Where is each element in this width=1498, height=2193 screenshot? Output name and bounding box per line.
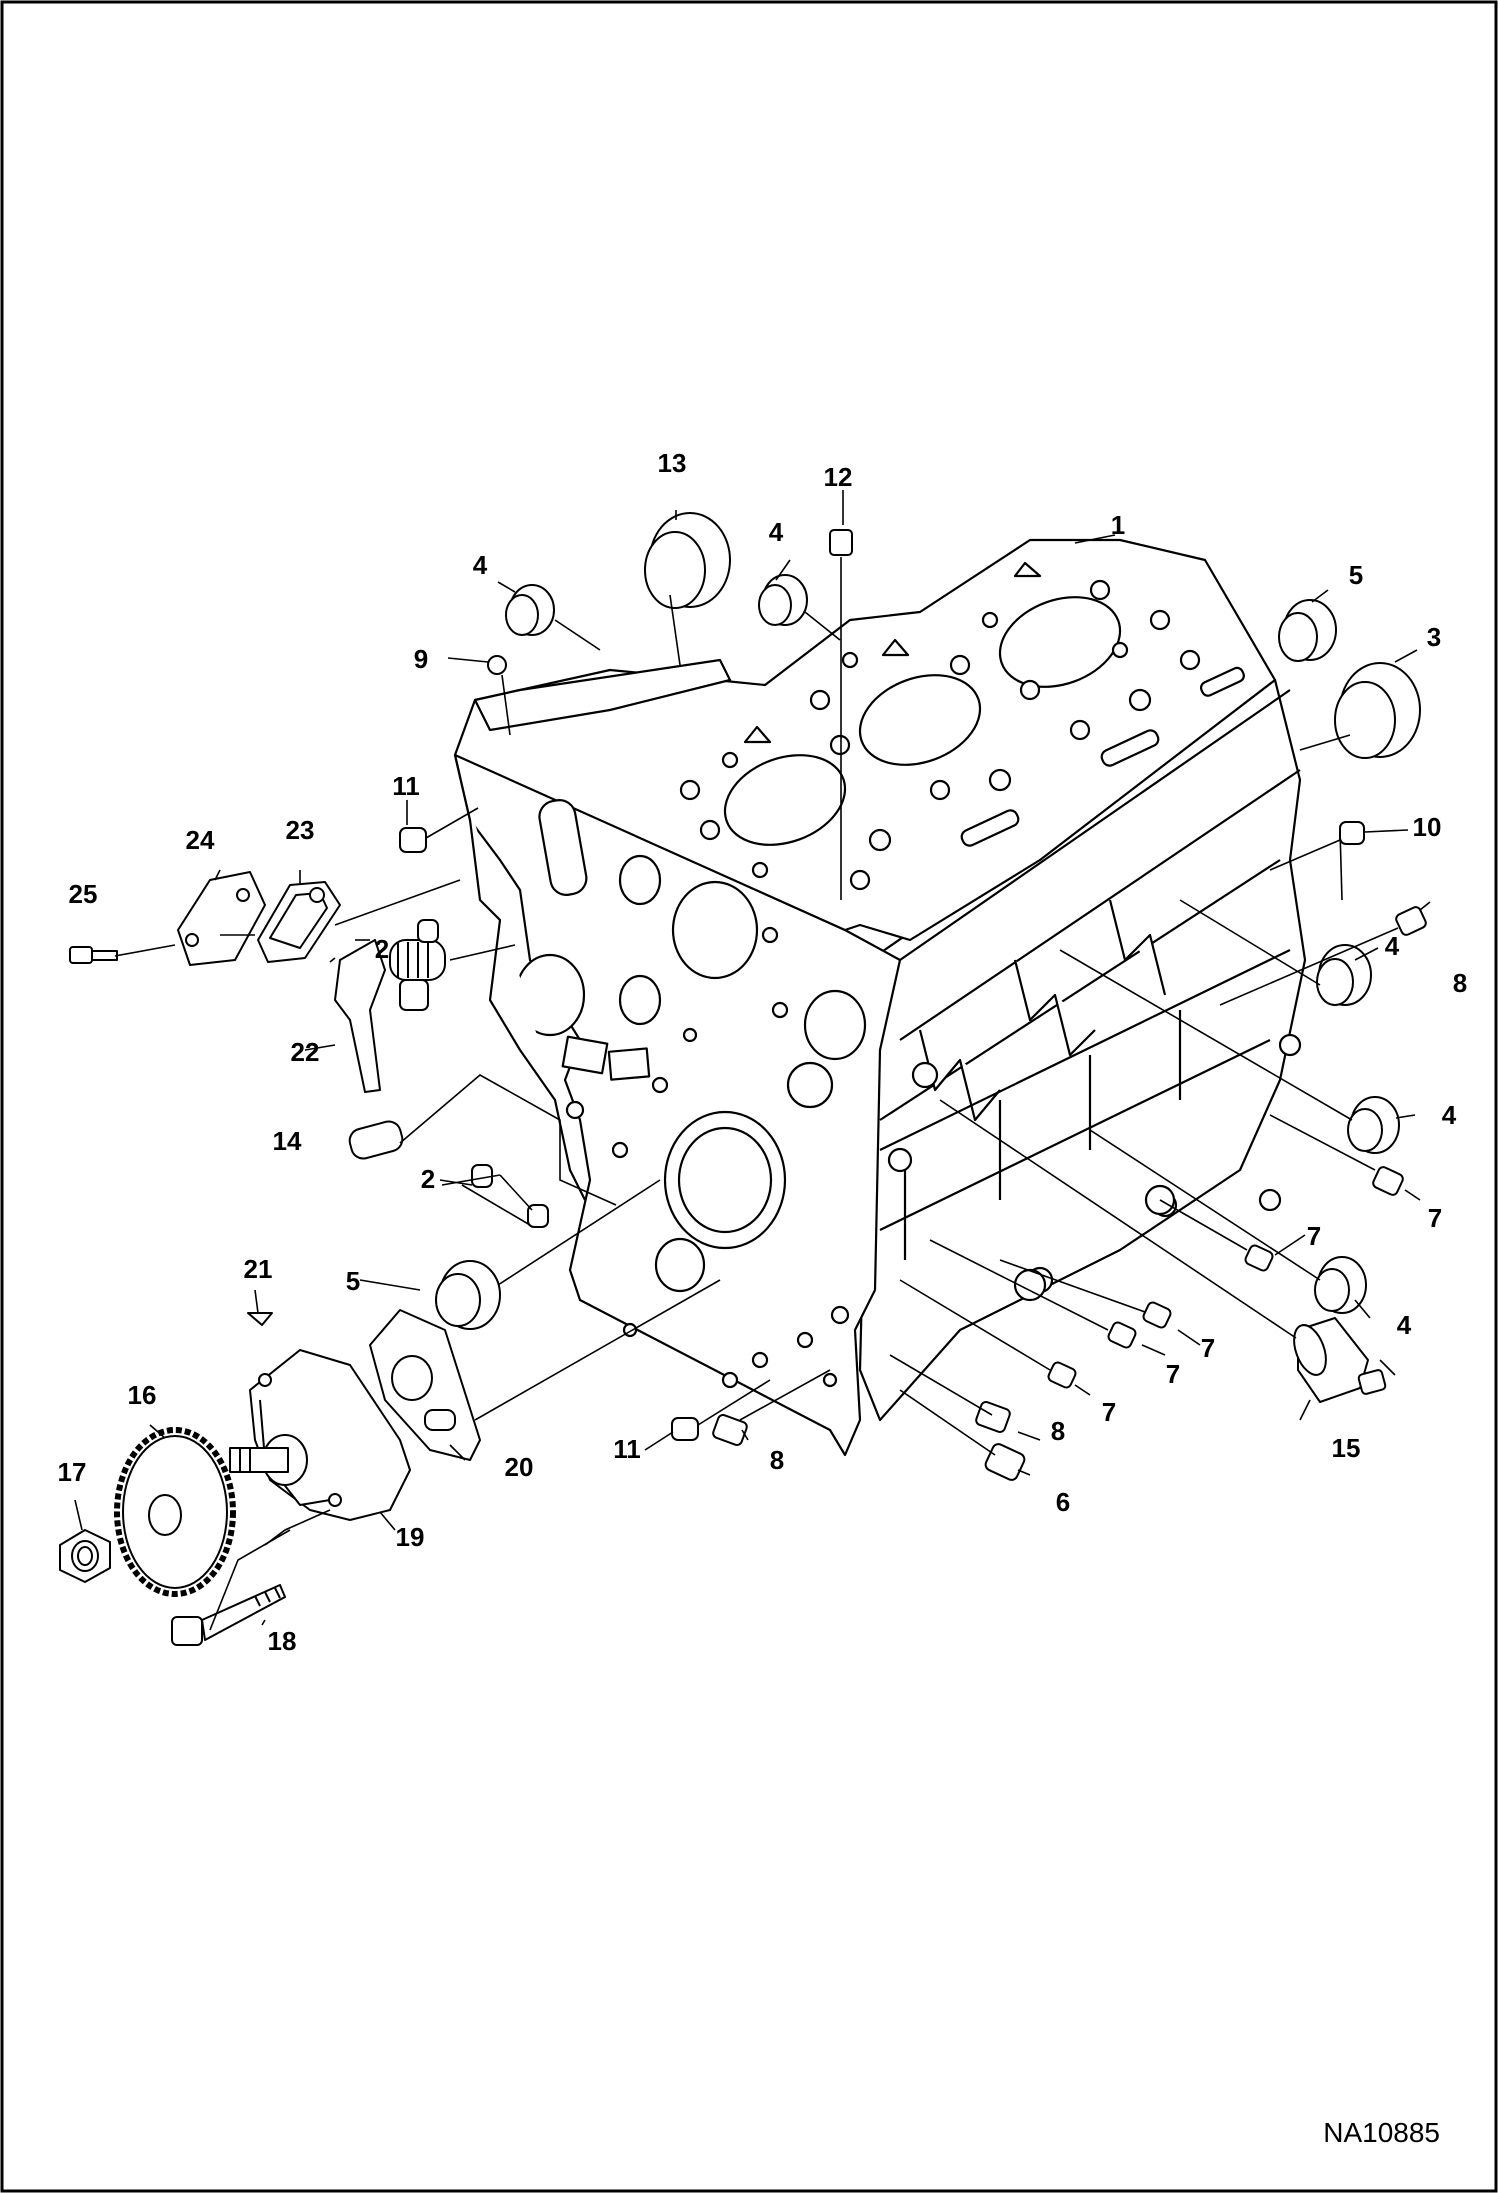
plug-7e — [1047, 1361, 1077, 1389]
callout-7-right: 7 — [1428, 1203, 1442, 1233]
callout-18: 18 — [268, 1626, 297, 1656]
callout-5-left: 5 — [346, 1266, 360, 1296]
callout-23: 23 — [286, 815, 315, 845]
callout-4-right-lower: 4 — [1397, 1310, 1412, 1340]
callout-7-bottom: 7 — [1102, 1397, 1116, 1427]
pump-shaft — [229, 1447, 289, 1473]
callout-20: 20 — [505, 1452, 534, 1482]
callout-8-bottom-right: 8 — [1051, 1416, 1065, 1446]
plug-8c — [712, 1414, 748, 1446]
callout-25: 25 — [69, 879, 98, 909]
engine-block — [453, 538, 1307, 1457]
callout-7-middle-left: 7 — [1166, 1359, 1180, 1389]
pin-10 — [1339, 821, 1365, 845]
parts — [59, 512, 1427, 1646]
pin-2a — [417, 919, 439, 943]
plug-7c — [1142, 1301, 1172, 1329]
screw-25 — [69, 946, 118, 964]
core-plug-large-13 — [644, 512, 731, 609]
core-plug-4e — [1314, 1256, 1367, 1314]
callout-10: 10 — [1413, 812, 1442, 842]
gasket-20 — [369, 1309, 481, 1461]
gasket-23 — [257, 881, 341, 963]
callout-4-top-center: 4 — [769, 517, 784, 547]
callout-13: 13 — [658, 448, 687, 478]
plug-7d — [1107, 1321, 1137, 1349]
callout-7-middle: 7 — [1201, 1333, 1215, 1363]
callout-19: 19 — [396, 1522, 425, 1552]
callout-8-bottom-left: 8 — [770, 1445, 784, 1475]
plug-7b — [1244, 1244, 1274, 1272]
cover-24 — [177, 871, 266, 966]
leader-lines — [74, 490, 1431, 1631]
figure-code: NA10885 — [1323, 2117, 1440, 2148]
ball-9 — [487, 655, 507, 675]
callout-2-upper: 2 — [375, 934, 389, 964]
pin-2c — [527, 1204, 549, 1228]
callout-8-right: 8 — [1453, 968, 1467, 998]
plug-8a — [1395, 906, 1427, 936]
pin-11a — [399, 827, 427, 853]
callout-11-lower: 11 — [613, 1434, 641, 1464]
callout-16: 16 — [128, 1380, 157, 1410]
oil-pressure-switch-15 — [1293, 1317, 1387, 1403]
gear-16 — [114, 1427, 236, 1597]
core-plug-4d — [1347, 1096, 1400, 1154]
callout-3: 3 — [1427, 622, 1441, 652]
callout-4-right-upper: 4 — [1385, 931, 1400, 961]
core-plug-5a — [1278, 599, 1337, 662]
callout-7-middle-right: 7 — [1307, 1221, 1321, 1251]
callout-4-right-middle: 4 — [1442, 1100, 1457, 1130]
pin-2b — [471, 1164, 493, 1188]
callout-11-upper: 11 — [392, 771, 420, 801]
plug-8b — [975, 1401, 1011, 1433]
bolt-18 — [171, 1584, 286, 1646]
plug-7a — [1372, 1166, 1404, 1196]
callout-22: 22 — [291, 1037, 320, 1067]
core-plug-5b — [435, 1260, 501, 1330]
callout-1: 1 — [1111, 510, 1125, 540]
key-21 — [247, 1312, 273, 1326]
pin-11b — [671, 1417, 699, 1441]
fitting-22 — [334, 939, 446, 1093]
callout-21: 21 — [244, 1254, 273, 1284]
core-plug-4b — [758, 574, 808, 626]
callout-4-top-left: 4 — [473, 550, 488, 580]
callout-15: 15 — [1332, 1433, 1361, 1463]
callout-24: 24 — [186, 825, 215, 855]
pin-14 — [348, 1120, 404, 1160]
core-plug-large-3 — [1334, 662, 1421, 759]
callout-9: 9 — [414, 644, 428, 674]
callout-labels: 1 2 2 3 4 4 4 4 4 5 5 6 7 7 7 7 7 8 8 8 … — [58, 448, 1468, 1656]
core-plug-4c — [1316, 944, 1372, 1006]
plug-6 — [984, 1443, 1026, 1481]
callout-17: 17 — [58, 1457, 87, 1487]
callout-6: 6 — [1056, 1487, 1070, 1517]
dowel-12 — [829, 529, 853, 556]
nut-17 — [59, 1529, 111, 1583]
core-plug-4a — [505, 584, 555, 636]
callout-12: 12 — [824, 462, 853, 492]
callout-2-lower: 2 — [421, 1164, 435, 1194]
callout-5-top-right: 5 — [1349, 560, 1363, 590]
callout-14: 14 — [273, 1126, 302, 1156]
